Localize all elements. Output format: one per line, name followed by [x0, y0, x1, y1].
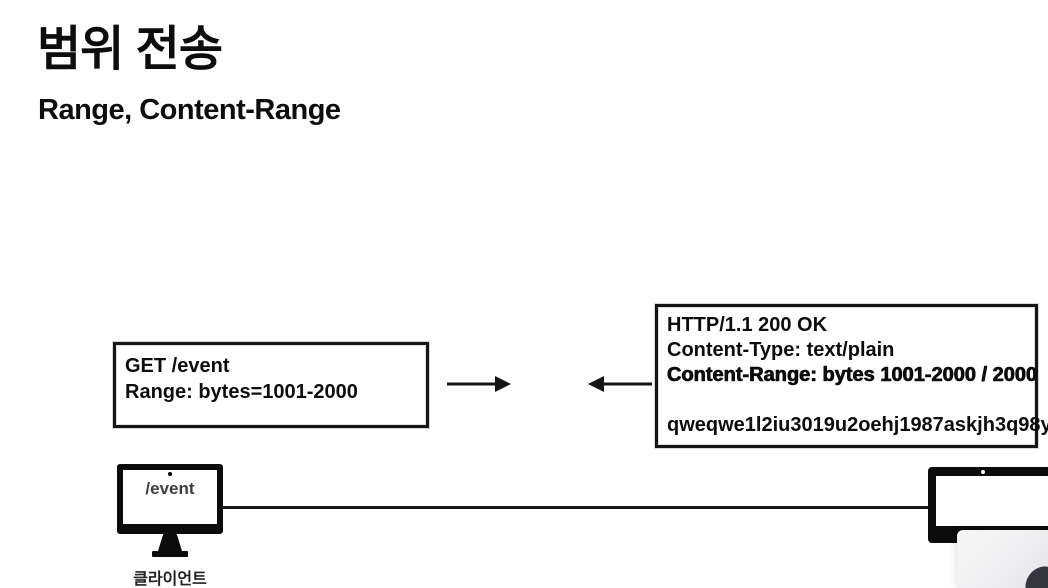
response-line-status: HTTP/1.1 200 OK	[667, 314, 828, 336]
camera-dot-icon	[168, 472, 172, 476]
response-message-box: HTTP/1.1 200 OK Content-Type: text/plain…	[655, 304, 1048, 448]
response-line-content-range: Content-Range: bytes 1001-2000 / 2000	[667, 364, 1038, 387]
monitor-stand-base	[152, 551, 188, 557]
response-line-body: qweqwe1l2iu3019u2oehj1987askjh3q98y	[667, 414, 1048, 436]
request-line-range-header: Range: bytes=1001-2000	[125, 381, 358, 403]
client-screen-label: /event	[145, 479, 195, 498]
camera-dot-icon	[981, 470, 985, 474]
monitor-stand-neck	[158, 534, 182, 551]
request-arrow-icon	[447, 376, 511, 392]
network-link-line	[222, 506, 930, 509]
request-message-box: GET /event Range: bytes=1001-2000	[113, 342, 429, 428]
response-line-blank	[667, 388, 1026, 413]
page-title: 범위 전송	[37, 23, 223, 76]
page-subtitle: Range, Content-Range	[38, 94, 341, 126]
response-line-content-type: Content-Type: text/plain	[667, 339, 895, 361]
server-monitor-screen	[936, 476, 1048, 526]
presenter-silhouette	[1020, 561, 1048, 588]
request-line-method: GET /event	[125, 355, 230, 377]
client-monitor-icon: /event	[117, 464, 223, 557]
response-arrow-icon	[588, 376, 652, 392]
webcam-overlay	[957, 530, 1048, 588]
client-caption: 클라이언트	[133, 571, 207, 588]
client-monitor-screen: /event	[117, 464, 223, 534]
